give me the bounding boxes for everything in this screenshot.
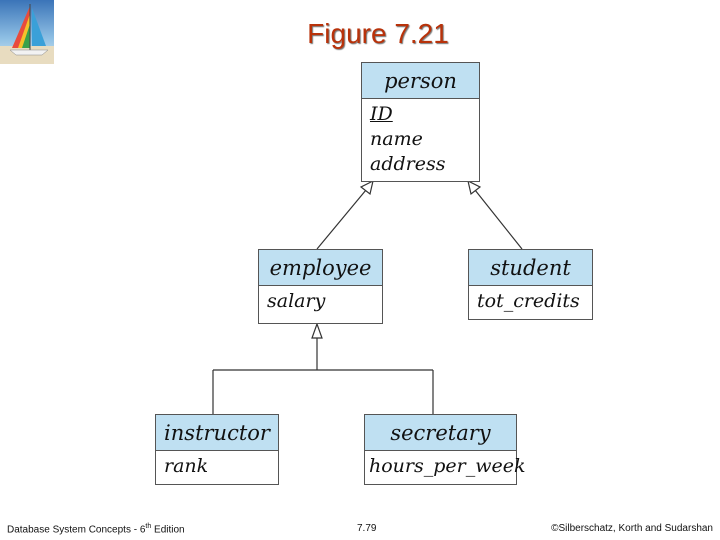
attribute-id: ID bbox=[370, 103, 393, 125]
arrowhead bbox=[359, 179, 374, 196]
entity-secretary-attributes: hours_per_week bbox=[365, 451, 526, 482]
entity-instructor-name: instructor bbox=[156, 415, 278, 451]
entity-secretary: secretary hours_per_week bbox=[364, 414, 526, 485]
entity-employee-attributes: salary bbox=[259, 286, 382, 317]
footer-left: Database System Concepts - 6th Edition bbox=[7, 523, 185, 535]
footer-book-title: Database System Concepts - 6 bbox=[7, 524, 146, 536]
figure-title: Figure 7.21 bbox=[307, 18, 449, 49]
attribute-tot-credits: tot_credits bbox=[477, 290, 580, 312]
arrowhead bbox=[467, 179, 482, 196]
attribute-rank: rank bbox=[164, 455, 209, 477]
entity-employee-name: employee bbox=[259, 250, 382, 286]
entity-student-attributes: tot_credits bbox=[469, 286, 592, 317]
entity-student-name: student bbox=[469, 250, 592, 286]
entity-student: student tot_credits bbox=[468, 249, 593, 320]
entity-secretary-name: secretary bbox=[365, 415, 516, 451]
entity-person-name: person bbox=[362, 63, 479, 99]
entity-instructor: instructor rank bbox=[155, 414, 279, 485]
attribute-hours-per-week: hours_per_week bbox=[369, 455, 526, 477]
student-person-link bbox=[474, 189, 523, 250]
attribute-name: name bbox=[370, 128, 423, 150]
arrowhead bbox=[311, 322, 323, 339]
entity-person: person ID name address bbox=[361, 62, 480, 182]
entity-employee: employee salary bbox=[258, 249, 383, 324]
footer-edition-sup: th bbox=[145, 523, 152, 530]
attribute-address: address bbox=[370, 153, 446, 175]
attribute-salary: salary bbox=[267, 290, 326, 312]
footer-edition: Edition bbox=[151, 524, 185, 536]
footer-copyright: ©Silberschatz, Korth and Sudarshan bbox=[551, 523, 713, 534]
employee-person-link bbox=[316, 189, 367, 250]
sailboat-logo bbox=[0, 0, 54, 64]
entity-person-attributes: ID name address bbox=[362, 99, 479, 180]
entity-instructor-attributes: rank bbox=[156, 451, 278, 482]
footer-page-number: 7.79 bbox=[357, 523, 377, 534]
